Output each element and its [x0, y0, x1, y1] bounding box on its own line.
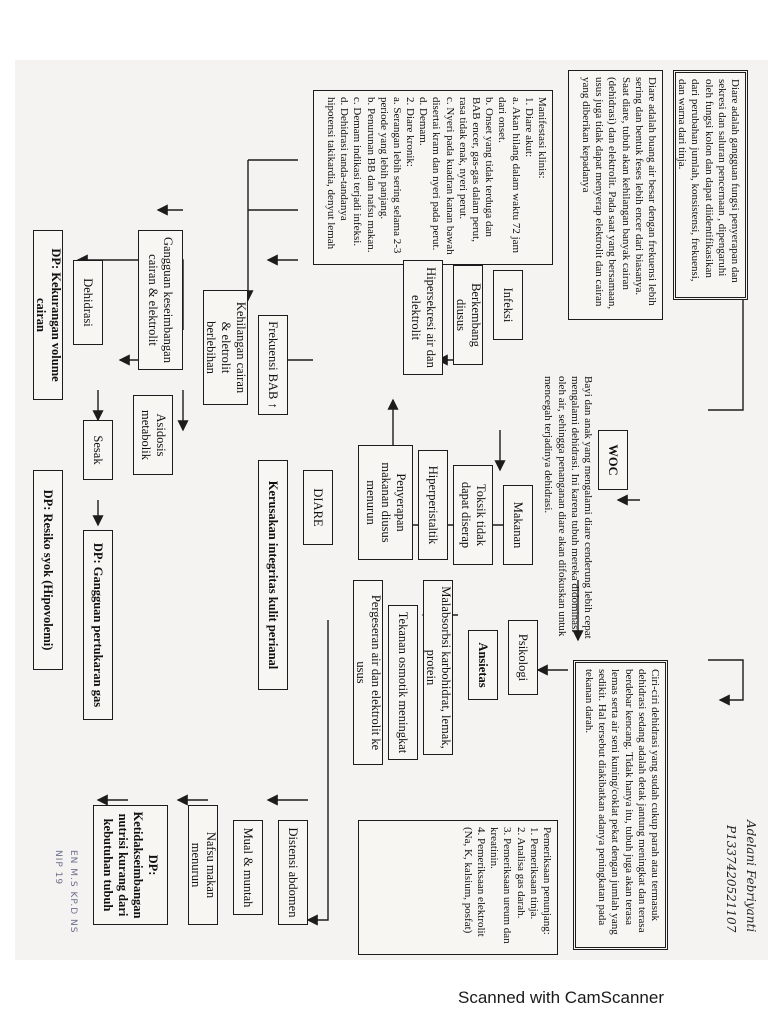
malabsorption-label: Malabsorbsi karbohidrat, lemak, protein: [424, 586, 453, 749]
supporting-exam-item: 2. Analisa gas darah.: [514, 827, 527, 919]
infection-box: Infeksi: [493, 270, 523, 340]
dp-nutrition-box: DP: Ketidakseimbangan nutrisi kurang dar…: [93, 805, 168, 925]
abdominal-distension-box: Distensi abdomen: [278, 820, 308, 925]
definition-box: Diare adalah gangguan fungsi penyerapan …: [673, 70, 748, 300]
psychology-label: Psikologi: [516, 633, 531, 682]
food-box: Makanan: [503, 485, 533, 565]
bowel-frequency-box: Frekuensi BAB ↑: [258, 315, 288, 415]
clinical-manifestation-list: 1. Diare akut: a. Akan hilang dalam wakt…: [324, 97, 535, 258]
osmotic-pressure-label: Tekanan osmotik meningkat: [396, 611, 411, 754]
water-shift-label: Pergeseran air dan elektrolit ke usus: [354, 594, 383, 751]
scanner-watermark: Scanned with CamScanner: [458, 988, 665, 1007]
author-name: Adelani Febriyanti: [744, 820, 758, 933]
absorption-decreased-label: Penyerapan makanan diusus menurun: [364, 462, 408, 543]
dp-fluid-deficit-box: DP: Kekurangan volume cairan: [33, 230, 63, 400]
dehydration-signs-box: Ciri-ciri dehidrasi yang sudah cukup par…: [573, 660, 668, 950]
clinical-item: c. Nyeri pada kuadran kanan bawah disert…: [430, 97, 456, 255]
fluid-loss-label: Kehilangan cairan & eletrolit berlebihan: [204, 301, 248, 394]
stamp-line-2: NIP 19: [53, 850, 63, 886]
stamp-line-1: EN M.S KP.D NS: [68, 850, 78, 934]
supporting-exam-box: Pemeriksaan penunjang: 1. Pemeriksaan ti…: [358, 820, 558, 955]
malabsorption-box: Malabsorbsi karbohidrat, lemak, protein: [423, 580, 453, 755]
woc-description: Bayi dan anak yang mengalami diare cende…: [538, 370, 598, 650]
woc-title: WOC: [606, 444, 621, 476]
infection-label: Infeksi: [501, 287, 516, 323]
clinical-manifestation-title: Manifestasi klinis:: [536, 97, 548, 179]
clinical-item: 2. Diare kronik:: [404, 97, 417, 167]
appetite-decreased-label: Nafsu makan menurun: [189, 831, 218, 899]
dp-nutrition-label: DP: Ketidakseimbangan nutrisi kurang dar…: [101, 811, 161, 919]
dehydration-box: Dehidrasi: [73, 260, 103, 345]
osmotic-pressure-box: Tekanan osmotik meningkat: [388, 605, 418, 760]
definition-text: Diare adalah gangguan fungsi penyerapan …: [676, 79, 741, 283]
supporting-exam-item: 1. Pemeriksaan tinja.: [527, 827, 540, 920]
diarrhea-box: DIARE: [303, 470, 333, 545]
dehydration-label: Dehidrasi: [81, 278, 96, 327]
clinical-item: 1. Diare akut:: [522, 97, 535, 158]
clinical-item: d. Demam.: [417, 97, 430, 146]
supporting-exam-list: 1. Pemeriksaan tinja. 2. Analisa gas dar…: [461, 827, 540, 948]
appetite-decreased-box: Nafsu makan menurun: [188, 805, 218, 925]
dp-shock-risk-label: DP: Resiko syok (Hipovolemi): [41, 489, 56, 651]
dp-gas-exchange-label: DP: Gangguan pertukaran gas: [91, 542, 106, 708]
anxiety-box: Ansietas: [468, 630, 498, 700]
fluid-imbalance-label: Gangguan keseimbangan cairan & elektroli…: [146, 236, 176, 363]
dyspnea-label: Sesak: [91, 435, 106, 465]
supporting-exam-item: 4. Pemeriksaan elektrolit (Na, K, kalsiu…: [461, 827, 488, 937]
woc-diagram: Diare adalah gangguan fungsi penyerapan …: [15, 60, 768, 960]
perianal-skin-damage-label: Kerusakan integritas kulit perianal: [266, 480, 281, 670]
clinical-manifestation-box: Manifestasi klinis: 1. Diare akut: a. Ak…: [313, 90, 553, 265]
metabolic-acidosis-label: Asidosis metabolik: [139, 410, 168, 460]
dp-shock-risk-box: DP: Resiko syok (Hipovolemi): [33, 470, 63, 670]
anxiety-label: Ansietas: [476, 642, 491, 688]
supporting-exam-item: 3. Pemeriksaan ureum dan kreatinin.: [488, 827, 514, 944]
toxic-label: Toksik tidak dapat diserap: [459, 481, 488, 549]
supporting-exam-title: Pemeriksaan penunjang:: [541, 827, 553, 935]
understanding-box: Diare adalah buang air besar dengan frek…: [568, 70, 663, 320]
absorption-decreased-box: Penyerapan makanan diusus menurun: [358, 445, 413, 560]
hyperperistaltic-box: Hiperperistaltik: [418, 450, 448, 560]
metabolic-acidosis-box: Asidosis metabolik: [133, 395, 173, 475]
hypersecretion-label: Hipersekresi air dan elektrolit: [409, 267, 438, 368]
fluid-imbalance-box: Gangguan keseimbangan cairan & elektroli…: [138, 230, 183, 370]
diarrhea-label: DIARE: [311, 488, 326, 527]
dehydration-signs-text: Ciri-ciri dehidrasi yang sudah cukup par…: [583, 669, 661, 935]
psychology-box: Psikologi: [508, 620, 538, 695]
grow-in-gut-label: Berkembang diusus: [454, 283, 483, 347]
nausea-vomiting-box: Mual & muntah: [233, 820, 263, 915]
dyspnea-box: Sesak: [83, 420, 113, 480]
nausea-vomiting-label: Mual & muntah: [241, 827, 256, 908]
clinical-item: a. Akan hilang dalam waktu 72 jam dari o…: [496, 97, 522, 254]
hyperperistaltic-label: Hiperperistaltik: [426, 465, 441, 545]
toxic-box: Toksik tidak dapat diserap: [453, 465, 493, 565]
clinical-item: a. Serangan lebih sering selama 2-3 peri…: [377, 97, 403, 254]
grow-in-gut-box: Berkembang diusus: [453, 265, 483, 365]
fluid-loss-box: Kehilangan cairan & eletrolit berlebihan: [203, 290, 248, 405]
woc-description-text: Bayi dan anak yang mengalami diare cende…: [542, 376, 594, 639]
woc-title-box: WOC: [598, 430, 628, 490]
dp-gas-exchange-box: DP: Gangguan pertukaran gas: [83, 530, 113, 720]
author-id: P1337420521107: [724, 825, 738, 933]
hypersecretion-box: Hipersekresi air dan elektrolit: [403, 260, 443, 375]
understanding-text: Diare adalah buang air besar dengan frek…: [580, 77, 658, 310]
perianal-skin-damage-box: Kerusakan integritas kulit perianal: [258, 460, 288, 690]
water-shift-box: Pergeseran air dan elektrolit ke usus: [353, 580, 383, 765]
dp-fluid-deficit-label: DP: Kekurangan volume cairan: [34, 248, 63, 382]
clinical-item: b. Onset yang tidak terduga dan BAB ence…: [456, 97, 496, 242]
clinical-item: c. Demam indikasi terjadi infeksi.: [351, 97, 364, 247]
clinical-item: d. Dehidrasi tanda-tandanya hipotensi ta…: [325, 97, 351, 250]
abdominal-distension-label: Distensi abdomen: [286, 827, 301, 918]
bowel-frequency-label: Frekuensi BAB ↑: [266, 321, 281, 409]
food-label: Makanan: [511, 501, 526, 549]
clinical-item: b. Penurunan BB dan nafsu makan.: [364, 97, 377, 253]
